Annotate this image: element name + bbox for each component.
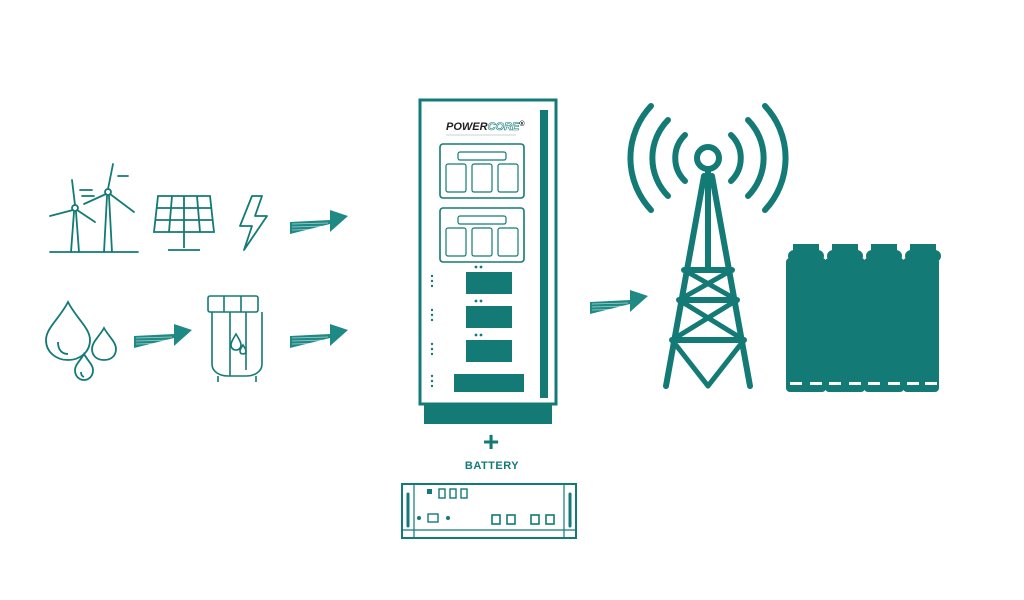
arrow-icon (289, 323, 349, 349)
arrow-icon (289, 209, 349, 235)
wind-turbine-icon (49, 163, 139, 253)
arrow-icon (133, 323, 193, 349)
water-drops-icon (45, 299, 117, 381)
powercore-cabinet-icon: POWERCORE® (418, 98, 558, 424)
battery-label: BATTERY (464, 460, 520, 472)
solar-panel-icon (152, 195, 216, 251)
electrolyzer-icon (207, 295, 263, 382)
lightning-icon (239, 195, 268, 251)
arrow-icon (589, 289, 649, 315)
gas-cylinders-icon (786, 244, 941, 392)
telecom-tower-icon (627, 103, 789, 389)
battery-rack-icon (401, 483, 577, 539)
plus-sign: + (482, 426, 500, 457)
brand-logo-text: POWERCORE® (446, 120, 525, 133)
